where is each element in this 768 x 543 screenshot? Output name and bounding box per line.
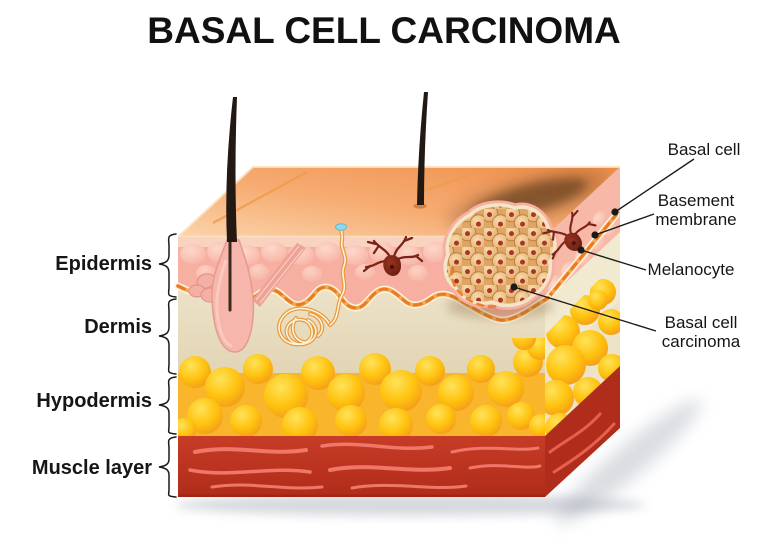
label-muscle-layer: Muscle layer	[31, 457, 152, 479]
skin-organs	[188, 92, 428, 353]
basement-membrane-pointer-dot	[591, 231, 599, 239]
label-epidermis: Epidermis	[55, 253, 152, 275]
basement-membrane-right	[543, 211, 620, 303]
dermis-brace	[158, 298, 177, 375]
muscle-brace	[158, 436, 177, 498]
hair-shaft-left	[226, 97, 237, 242]
right-cut-face	[543, 167, 620, 497]
block-shadow	[175, 399, 702, 525]
hair-shaft-right	[413, 92, 428, 209]
label-basal-cell: Basal cell	[667, 140, 741, 159]
basal-cell-carcinoma-tumor	[440, 200, 560, 319]
layer-braces	[158, 233, 177, 498]
label-dermis: Dermis	[84, 316, 152, 338]
annotation-leader-lines	[510, 158, 695, 332]
label-hypodermis: Hypodermis	[36, 390, 152, 412]
front-face	[174, 237, 552, 497]
muscle-layer	[178, 436, 545, 497]
basal-cell-pointer-dot	[611, 208, 619, 216]
label-basement-membrane: Basement membrane	[655, 191, 737, 229]
label-melanocyte: Melanocyte	[647, 260, 735, 279]
hypodermis-layer	[178, 338, 545, 436]
sweat-gland	[277, 223, 348, 347]
hypodermis-brace	[158, 376, 177, 435]
hair-follicle	[188, 239, 255, 353]
page-title: BASAL CELL CARCINOMA	[147, 10, 621, 51]
sweat-pore	[335, 223, 347, 231]
epidermis-brace	[158, 233, 177, 298]
carcinoma-pointer-dot	[510, 283, 518, 291]
melanocyte-pointer-dot	[577, 246, 585, 254]
label-basal-cell-carcinoma: Basal cell carcinoma	[661, 313, 741, 351]
arrector-pili-muscle	[252, 243, 306, 307]
